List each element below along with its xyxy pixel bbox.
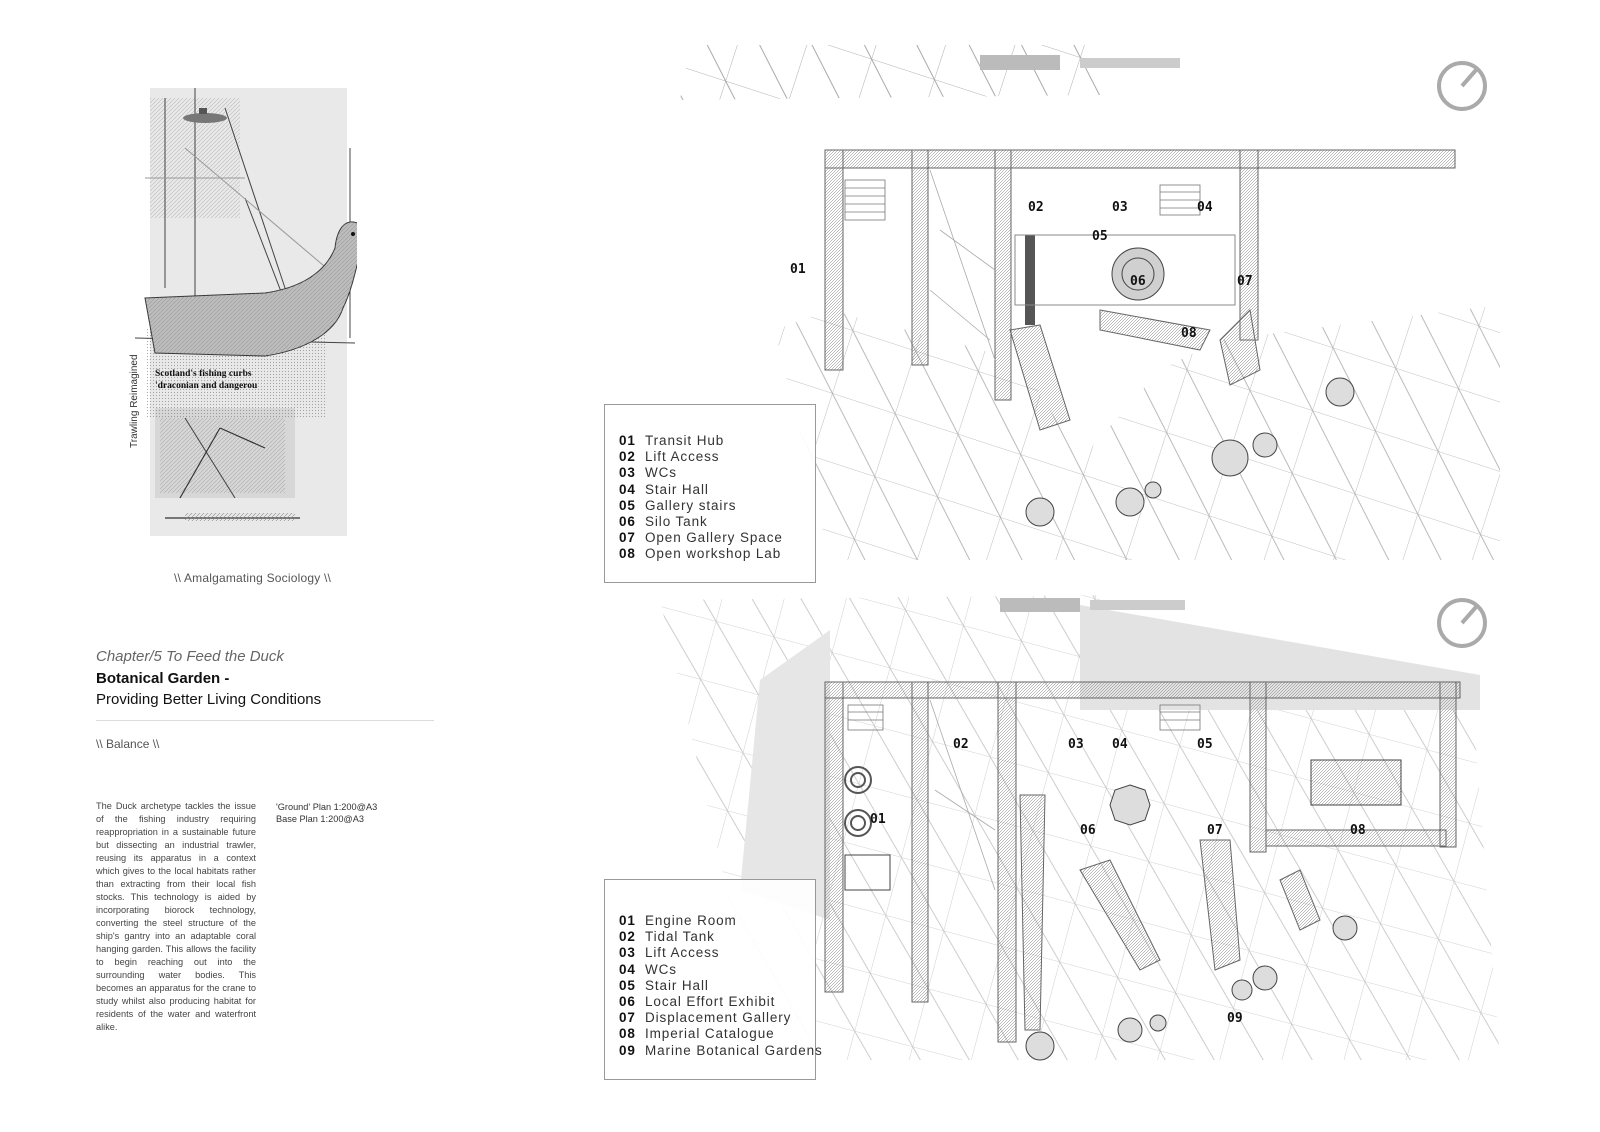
chapter-heading: Chapter/5 To Feed the Duck (96, 648, 284, 665)
section-tag: \\ Balance \\ (96, 737, 160, 751)
collage-headline-line1: Scotland's fishing curbs (155, 369, 252, 379)
description-paragraph: The Duck archetype tackles the issue of … (96, 801, 256, 1032)
plan2-label-06: 06 (1080, 823, 1096, 838)
plan1-label-08: 08 (1181, 326, 1197, 341)
plan1-label-04: 04 (1197, 200, 1213, 215)
plan1-label-06: 06 (1130, 274, 1146, 289)
collage-side-text: Trawling Reimagined (129, 354, 140, 448)
plan1-label-02: 02 (1028, 200, 1044, 215)
collage-caption: \\ Amalgamating Sociology \\ (174, 571, 332, 585)
plan1-label-05: 05 (1092, 229, 1108, 244)
plan2-label-04: 04 (1112, 737, 1128, 752)
plan2-label-05: 05 (1197, 737, 1213, 752)
scale-note-base: Base Plan 1:200@A3 (276, 814, 364, 824)
plan1-label-07: 07 (1237, 274, 1253, 289)
duck-trawler-collage: Scotland's fishing curbs 'draconian and … (129, 88, 357, 536)
page-title: Botanical Garden - (96, 670, 230, 687)
plan2-label-03: 03 (1068, 737, 1084, 752)
ground-floor-plan: 01 02 03 04 05 06 07 08 (680, 45, 1500, 560)
plan2-label-02: 02 (953, 737, 969, 752)
base-floor-plan: 01 02 03 04 05 06 07 08 09 (660, 595, 1500, 1061)
plan1-label-03: 03 (1112, 200, 1128, 215)
plan2-label-01: 01 (870, 812, 886, 827)
plan2-label-07: 07 (1207, 823, 1223, 838)
page-subtitle: Providing Better Living Conditions (96, 691, 322, 708)
plan2-label-08: 08 (1350, 823, 1366, 838)
scale-notes: 'Ground' Plan 1:200@A3 Base Plan 1:200@A… (276, 801, 377, 825)
divider (96, 720, 434, 721)
plan2-label-09: 09 (1227, 1011, 1243, 1026)
plan1-label-01: 01 (790, 262, 806, 277)
collage-headline-line2: 'draconian and dangerou (155, 381, 258, 391)
scale-note-ground: 'Ground' Plan 1:200@A3 (276, 802, 378, 812)
